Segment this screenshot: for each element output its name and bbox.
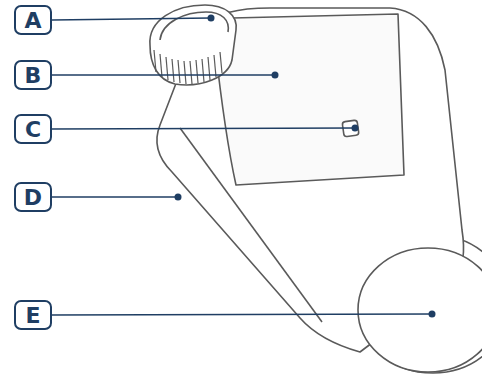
callout-letter: E [14, 300, 52, 330]
knurled-ring [150, 5, 236, 85]
screen-panel [215, 14, 404, 185]
callout-letter: C [14, 114, 52, 144]
ring-face [160, 12, 228, 40]
leader-lines [52, 18, 432, 315]
callout-letter: B [14, 60, 52, 90]
end-cap [358, 248, 482, 372]
knurl-ridges [154, 50, 222, 84]
leader-dots [175, 15, 436, 318]
callout-letter: A [14, 5, 52, 35]
callout-letter: D [14, 182, 52, 212]
